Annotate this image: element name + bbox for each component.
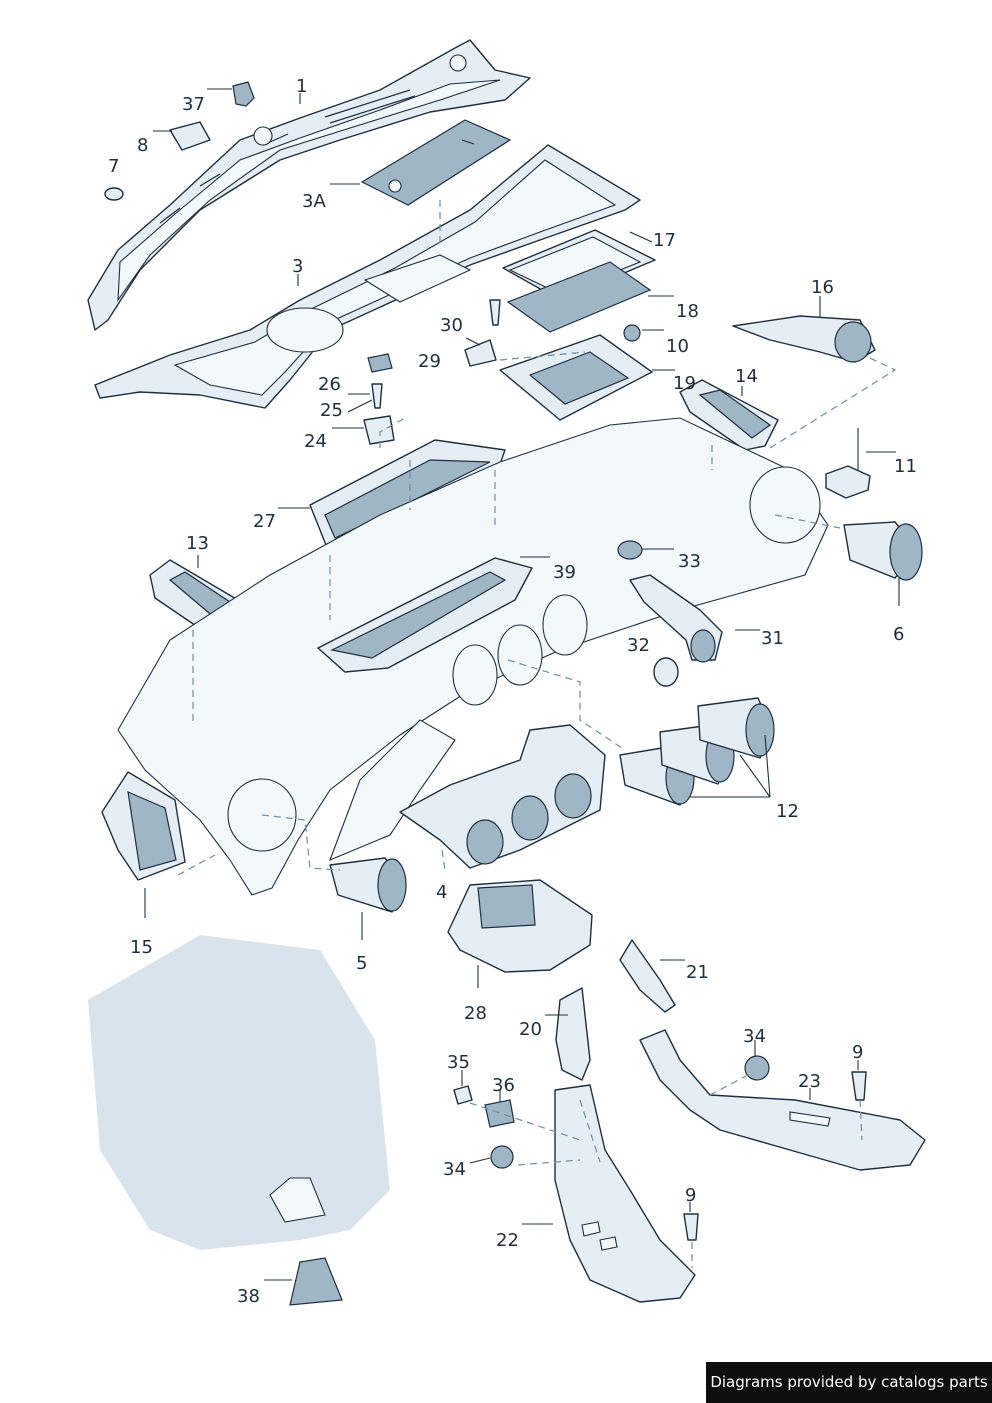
- trim-38-part: [289, 1257, 343, 1306]
- filter-17-part: [502, 229, 656, 301]
- callout-11: 11: [894, 456, 917, 477]
- credit-banner: Diagrams provided by catalogs parts: [706, 1362, 992, 1403]
- callout-13: 13: [186, 533, 209, 554]
- bracket-8-part: [169, 121, 211, 151]
- callout-18: 18: [676, 301, 699, 322]
- tray-3-part: [94, 144, 641, 409]
- duct-16-part: [732, 315, 876, 363]
- reference-lines: [177, 200, 897, 1268]
- filter-18-part: [506, 261, 652, 333]
- callout-10: 10: [666, 336, 689, 357]
- callout-14: 14: [735, 366, 758, 387]
- callout-labels: 1 37 8 7 3A 3 17 18 16 30 10 29 19 14 26…: [108, 76, 917, 1307]
- duct-23-part: [639, 1029, 926, 1171]
- duct-21-part: [619, 939, 676, 1013]
- callout-36: 36: [492, 1075, 515, 1096]
- callout-38: 38: [237, 1286, 260, 1307]
- knob-32-part: [653, 657, 679, 687]
- callout-29: 29: [418, 351, 441, 372]
- vent-12-part: [619, 697, 775, 806]
- callout-9-upper: 9: [852, 1042, 863, 1063]
- callout-32: 32: [627, 635, 650, 656]
- callout-33: 33: [678, 551, 701, 572]
- callout-17: 17: [653, 230, 676, 251]
- callout-35: 35: [447, 1052, 470, 1073]
- callout-22: 22: [496, 1230, 519, 1251]
- vent-5-part: [329, 857, 407, 913]
- callout-21: 21: [686, 962, 709, 983]
- sensor-24-part: [363, 415, 395, 445]
- callout-3a: 3A: [302, 191, 326, 212]
- callout-19: 19: [673, 373, 696, 394]
- storage-tray-39-part: [317, 557, 533, 673]
- callout-34-upper: 34: [743, 1026, 766, 1047]
- blower-housing-28-part: [447, 879, 593, 973]
- callout-6: 6: [893, 624, 904, 645]
- callout-28: 28: [464, 1003, 487, 1024]
- callout-25: 25: [320, 400, 343, 421]
- nut-10-part: [623, 324, 641, 342]
- callout-31: 31: [761, 628, 784, 649]
- housing-19-part: [499, 334, 653, 421]
- callout-15: 15: [130, 937, 153, 958]
- callout-16: 16: [811, 277, 834, 298]
- hose-31-part: [629, 574, 723, 663]
- callout-24: 24: [304, 431, 327, 452]
- dashboard-body-part: [117, 417, 829, 896]
- screw-9-lower-part: [683, 1213, 699, 1241]
- callout-37: 37: [182, 94, 205, 115]
- callout-1: 1: [296, 76, 307, 97]
- callout-20: 20: [519, 1019, 542, 1040]
- screw-30-part: [489, 299, 501, 326]
- leader-lines: [144, 88, 900, 1281]
- callout-30: 30: [440, 315, 463, 336]
- callout-34-lower: 34: [443, 1159, 466, 1180]
- cap-33-part: [617, 540, 643, 560]
- callout-3: 3: [292, 256, 303, 277]
- grommet-34-lower-part: [490, 1145, 514, 1169]
- plug-7-part: [104, 187, 124, 201]
- callout-4: 4: [436, 882, 447, 903]
- clip-37-part: [232, 81, 255, 107]
- screw-9-upper-part: [851, 1071, 867, 1101]
- clip-36-part: [484, 1099, 515, 1128]
- cover-3a-part: [360, 119, 512, 206]
- grommet-34-upper-part: [744, 1055, 770, 1081]
- duct-22-part: [554, 1084, 696, 1303]
- callout-9-lower: 9: [685, 1185, 696, 1206]
- callout-12: 12: [776, 801, 799, 822]
- cowl-panel-part: [87, 39, 531, 331]
- duct-20-part: [555, 987, 591, 1081]
- sensor-11-part: [825, 428, 871, 499]
- callout-39: 39: [553, 562, 576, 583]
- side-duct-15-part: [101, 771, 186, 881]
- vent-6-part: [843, 521, 923, 581]
- center-duct-4-part: [399, 724, 606, 869]
- callout-27: 27: [253, 511, 276, 532]
- vent-cover-14-part: [679, 379, 779, 451]
- callout-26: 26: [318, 374, 341, 395]
- callout-23: 23: [798, 1071, 821, 1092]
- sensor-29-part: [464, 339, 497, 367]
- callout-8: 8: [137, 135, 148, 156]
- screw-25-part: [371, 383, 383, 409]
- vehicle-silhouette-part: [88, 935, 390, 1250]
- clip-26-part: [367, 353, 393, 373]
- screw-35-part: [453, 1085, 473, 1105]
- callout-5: 5: [356, 953, 367, 974]
- callout-7: 7: [108, 156, 119, 177]
